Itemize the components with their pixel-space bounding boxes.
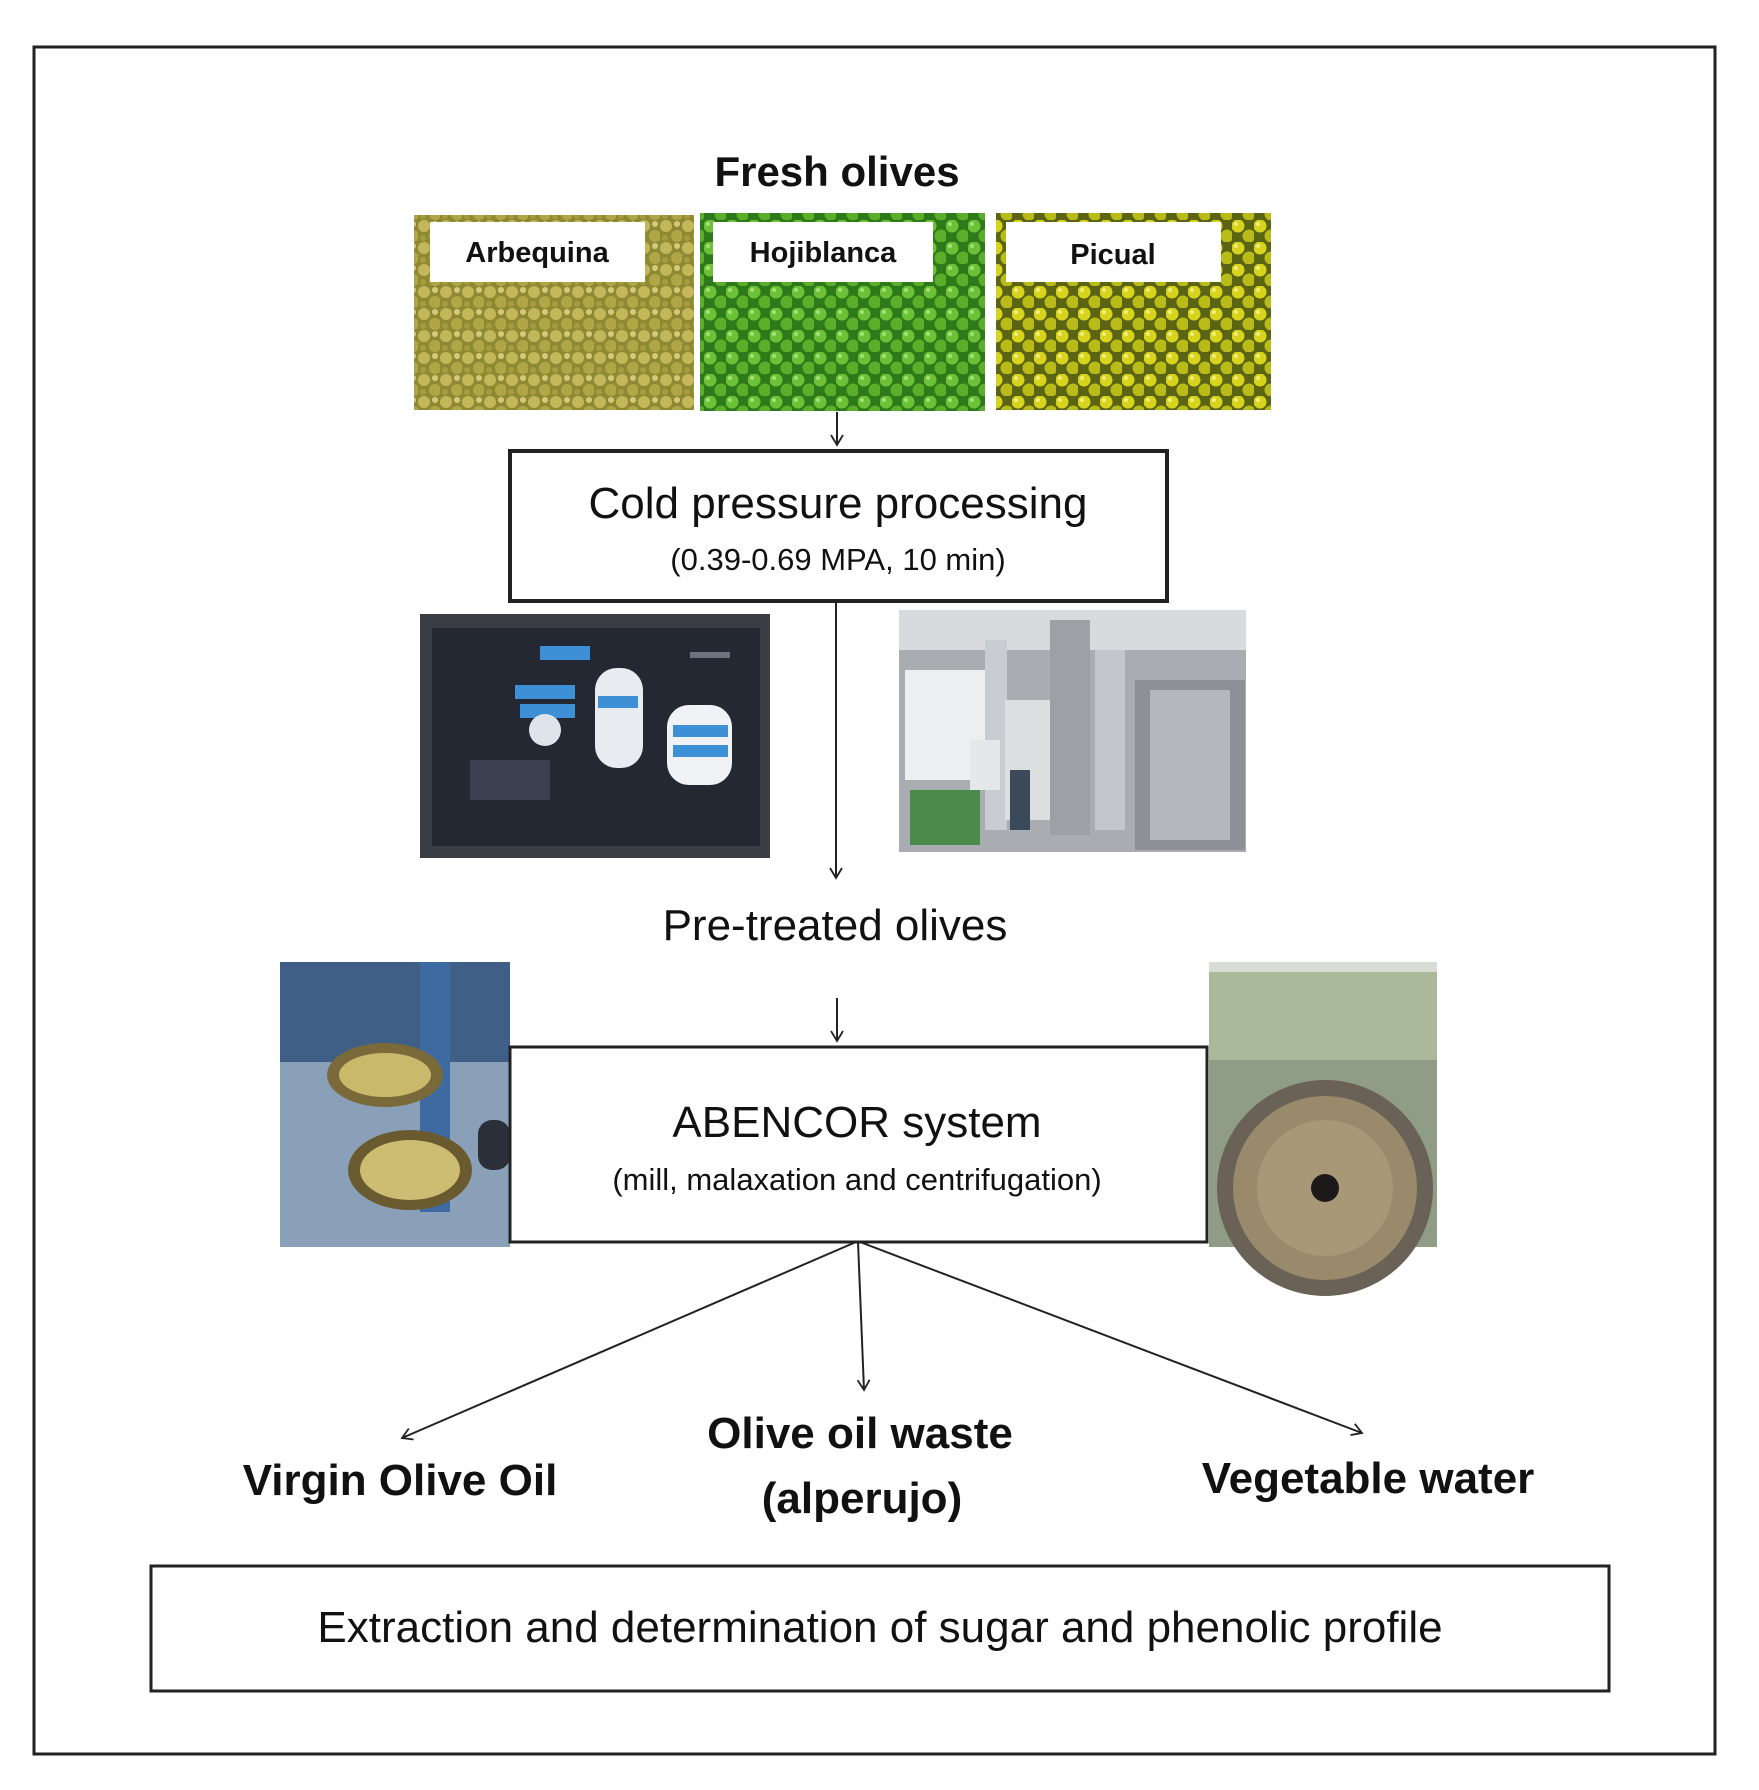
variety-label-arbequina: Arbequina xyxy=(465,237,609,269)
machinery-photo-plant xyxy=(899,610,1246,852)
variety-photo-arbequina: Arbequina xyxy=(414,215,694,410)
variety-label-hojiblanca: Hojiblanca xyxy=(750,237,898,269)
variety-photo-hojiblanca: Hojiblanca xyxy=(700,213,985,411)
arrow-to-virgin-olive-oil xyxy=(400,1241,857,1441)
abencor-photo-centrifuge xyxy=(1209,962,1437,1296)
fresh-olives-title: Fresh olives xyxy=(714,148,959,195)
variety-photo-picual: Picual xyxy=(996,213,1271,410)
arrow-to-vegetable-water xyxy=(859,1241,1364,1436)
variety-label-picual: Picual xyxy=(1070,239,1155,271)
output-olive-oil-waste-line2: (alperujo) xyxy=(762,1474,962,1523)
cold-pressure-box xyxy=(508,449,1169,603)
abencor-photo-mixer xyxy=(280,962,510,1247)
final-step-box xyxy=(149,1564,1611,1693)
abencor-box xyxy=(508,1045,1209,1244)
arrow-to-olive-oil-waste xyxy=(856,1241,871,1392)
output-vegetable-water: Vegetable water xyxy=(1202,1454,1535,1503)
output-olive-oil-waste-line1: Olive oil waste xyxy=(707,1409,1013,1458)
cold-pressure-title: Cold pressure processing xyxy=(589,479,1088,528)
machinery-photo-control-screen xyxy=(420,614,770,858)
abencor-title: ABENCOR system xyxy=(672,1098,1041,1147)
abencor-detail: (mill, malaxation and centrifugation) xyxy=(612,1162,1101,1197)
pretreated-olives-label: Pre-treated olives xyxy=(663,901,1008,950)
output-virgin-olive-oil: Virgin Olive Oil xyxy=(243,1456,558,1505)
final-step-text: Extraction and determination of sugar an… xyxy=(317,1603,1442,1652)
cold-pressure-detail: (0.39-0.69 MPA, 10 min) xyxy=(670,542,1005,577)
